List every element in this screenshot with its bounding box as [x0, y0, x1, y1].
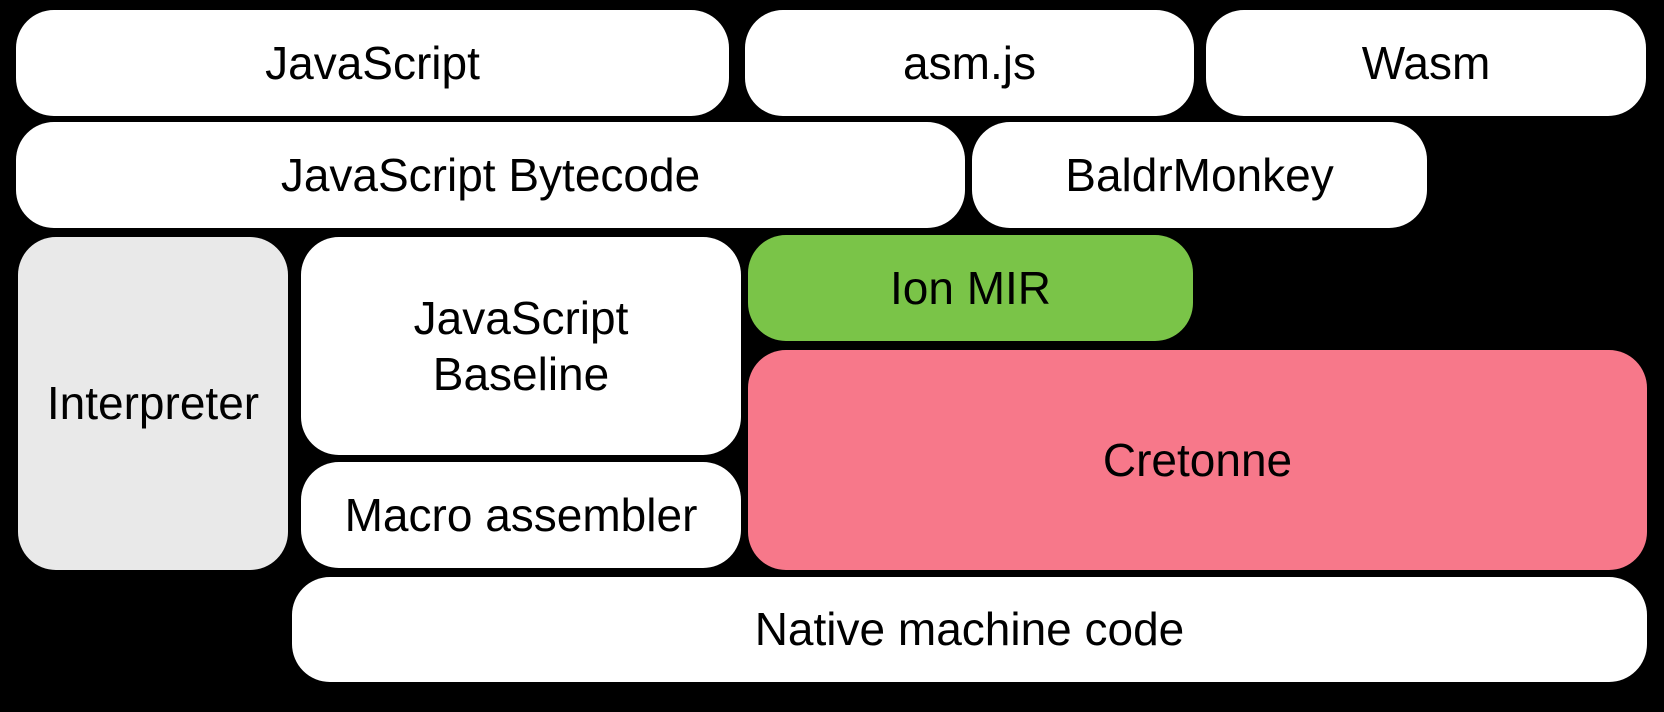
- diagram-node-wasm: Wasm: [1206, 10, 1646, 116]
- diagram-node-ion-mir: Ion MIR: [748, 235, 1193, 341]
- diagram-node-javascript-bytecode: JavaScript Bytecode: [16, 122, 965, 228]
- diagram-node-asmjs: asm.js: [745, 10, 1194, 116]
- diagram-node-baldrmonkey: BaldrMonkey: [972, 122, 1427, 228]
- diagram-node-macro-assembler: Macro assembler: [301, 462, 741, 568]
- diagram-node-javascript: JavaScript: [16, 10, 729, 116]
- diagram-node-javascript-baseline: JavaScript Baseline: [301, 237, 741, 455]
- diagram-node-interpreter: Interpreter: [18, 237, 288, 570]
- diagram-node-cretonne: Cretonne: [748, 350, 1647, 570]
- diagram-node-native-machine-code: Native machine code: [292, 577, 1647, 682]
